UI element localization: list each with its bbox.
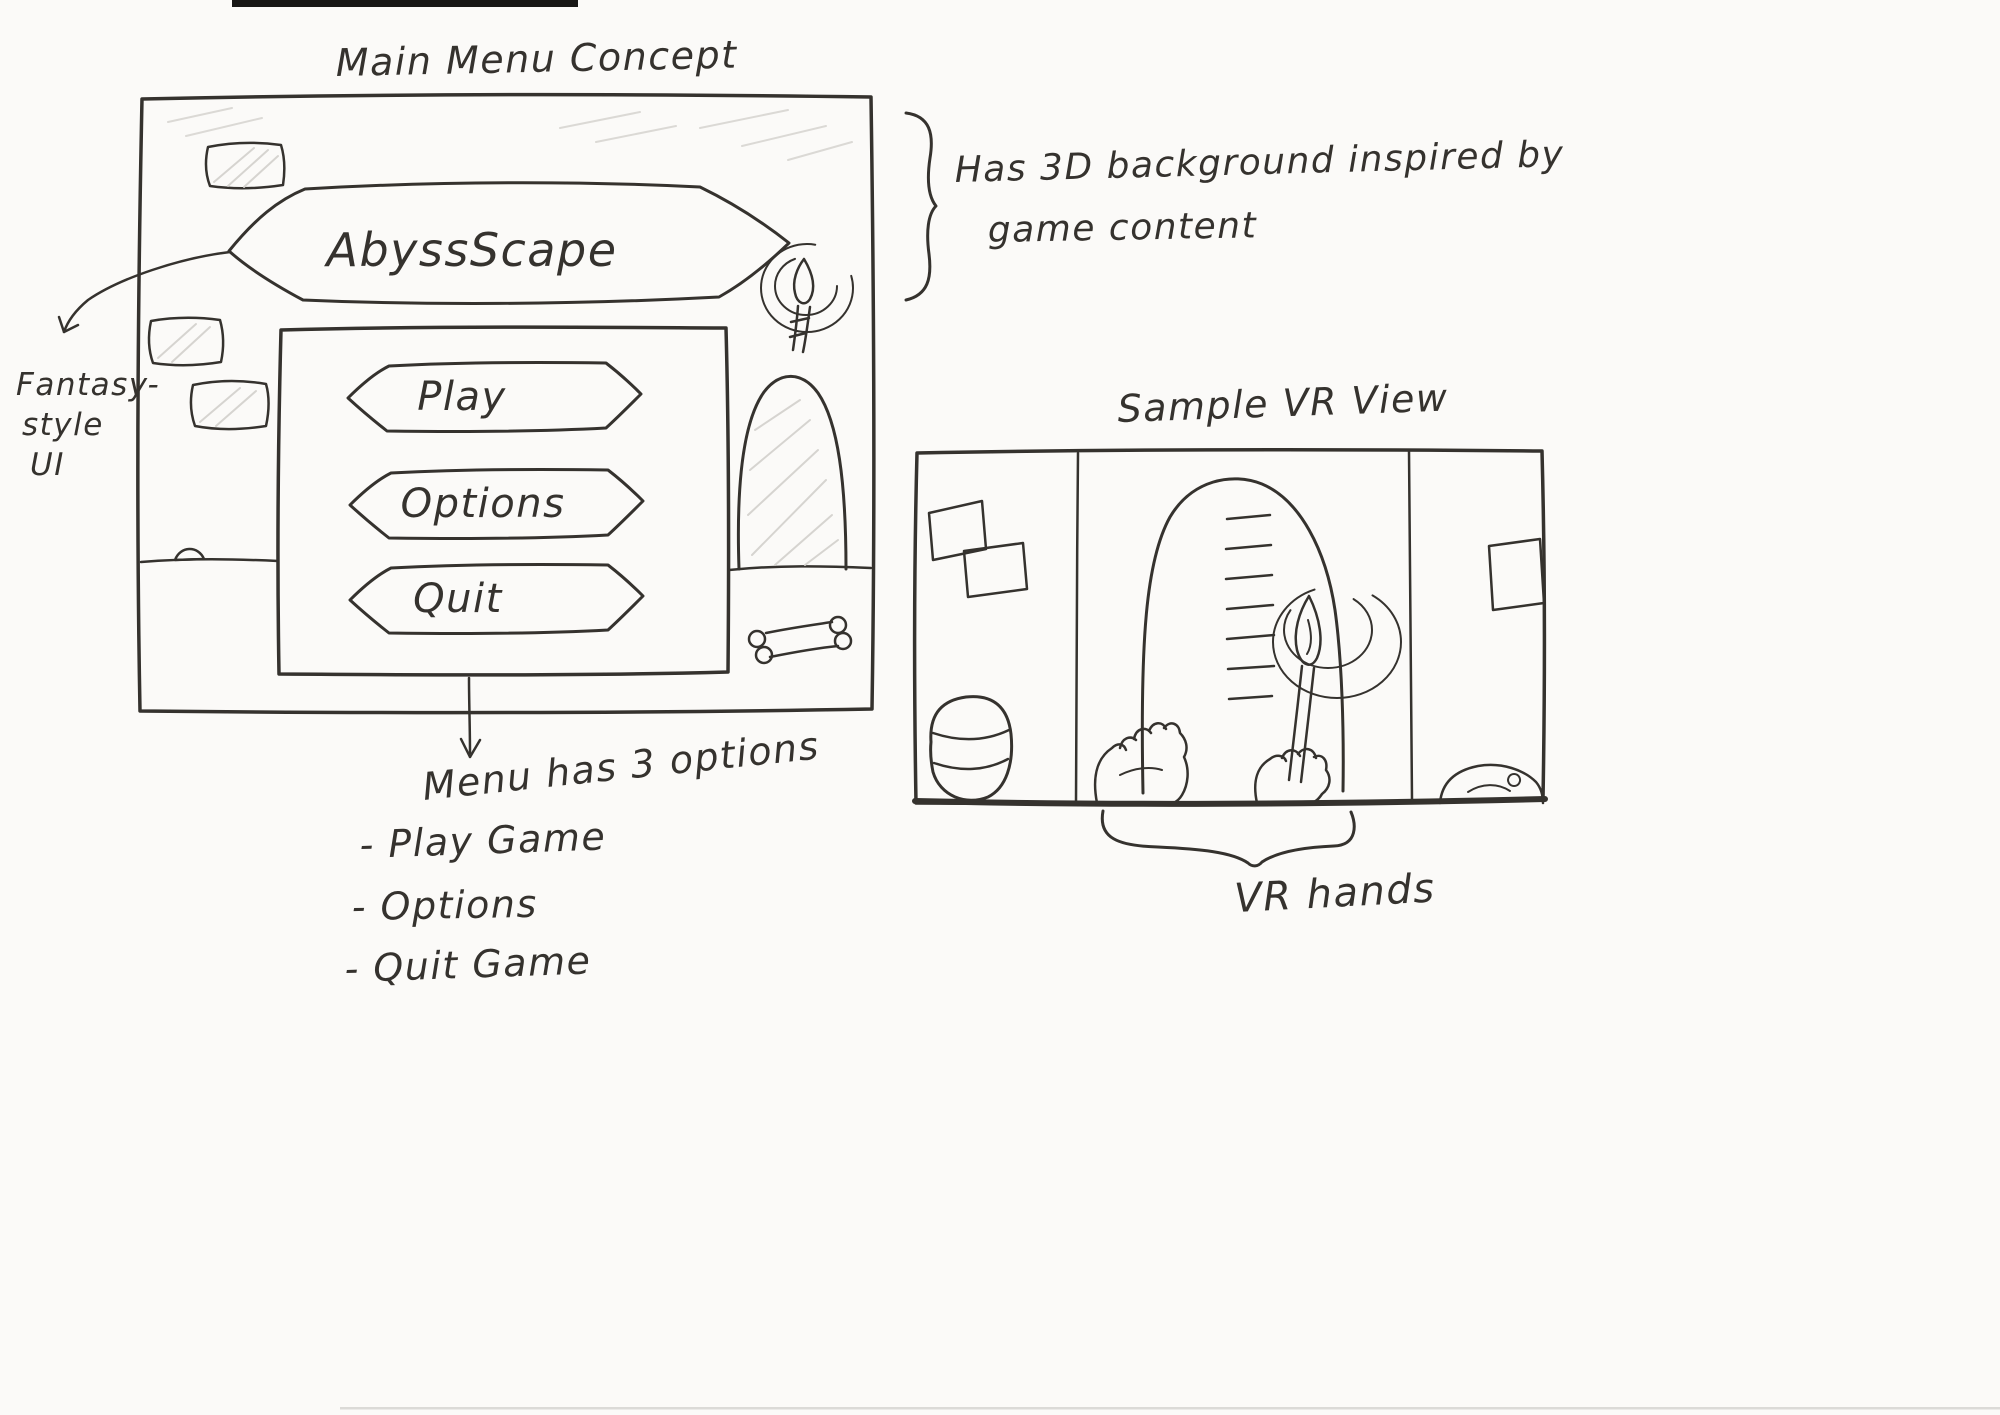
brick-icon — [204, 141, 286, 190]
background-note-brace — [904, 111, 938, 302]
menu-note-item: - Options — [351, 882, 538, 929]
quit-button-label: Quit — [413, 576, 503, 622]
main-menu-frame — [136, 92, 876, 715]
brick-icon — [147, 316, 225, 367]
background-note-line2: game content — [987, 205, 1257, 251]
vr-hands-label: VR hands — [1233, 866, 1436, 922]
options-button[interactable]: Options — [348, 467, 645, 541]
paper-icon — [962, 541, 1029, 599]
brick-icon — [189, 379, 270, 431]
paper-icon — [1487, 537, 1546, 612]
play-button-label: Play — [417, 374, 506, 420]
quit-button[interactable]: Quit — [348, 562, 645, 636]
bone-icon — [747, 615, 853, 665]
ground-line-left — [139, 558, 280, 564]
vr-view-frame — [912, 447, 1547, 806]
scan-artifact-bottom — [340, 1407, 2000, 1410]
menu-note-item: - Play Game — [359, 814, 607, 867]
mound-icon — [173, 547, 206, 562]
vr-view-heading: Sample VR View — [1117, 375, 1449, 431]
game-title: AbyssScape — [324, 223, 618, 277]
candle-icon — [1272, 585, 1402, 784]
barrel-icon — [929, 695, 1014, 802]
vr-frame-bottom-edge — [912, 796, 1548, 807]
background-note-line1: Has 3D background inspired by — [954, 134, 1565, 191]
pencil-shading — [167, 107, 853, 161]
paper-icon — [927, 499, 988, 562]
vr-wall-corner-right — [1407, 449, 1414, 802]
rock-icon — [1438, 763, 1545, 805]
play-button[interactable]: Play — [346, 360, 643, 434]
background-note: Has 3D background inspired by game conte… — [954, 134, 1565, 251]
game-title-banner: AbyssScape — [227, 181, 791, 305]
vr-right-hand-icon — [1253, 747, 1331, 805]
ground-line-right — [727, 565, 873, 572]
scan-artifact-top — [232, 0, 578, 7]
menu-note-arrow — [459, 676, 482, 759]
fantasy-ui-line3: UI — [30, 447, 65, 483]
menu-note-heading: Menu has 3 options — [420, 723, 821, 808]
fantasy-ui-line2: style — [22, 407, 104, 443]
fantasy-ui-arrow — [57, 250, 232, 334]
arch-icon — [736, 375, 848, 571]
fantasy-ui-annotation: Fantasy- style UI — [16, 367, 160, 483]
main-menu-heading: Main Menu Concept — [335, 33, 738, 85]
menu-panel — [276, 325, 731, 677]
vr-wall-corner-left — [1074, 451, 1080, 804]
fantasy-ui-line1: Fantasy- — [16, 367, 160, 403]
options-button-label: Options — [401, 481, 566, 527]
vr-hands-brace — [1100, 809, 1356, 868]
menu-note-item: - Quit Game — [344, 938, 592, 991]
torch-icon — [760, 243, 854, 354]
vr-left-hand-icon — [1093, 722, 1189, 805]
door-arch-icon — [1140, 477, 1345, 795]
